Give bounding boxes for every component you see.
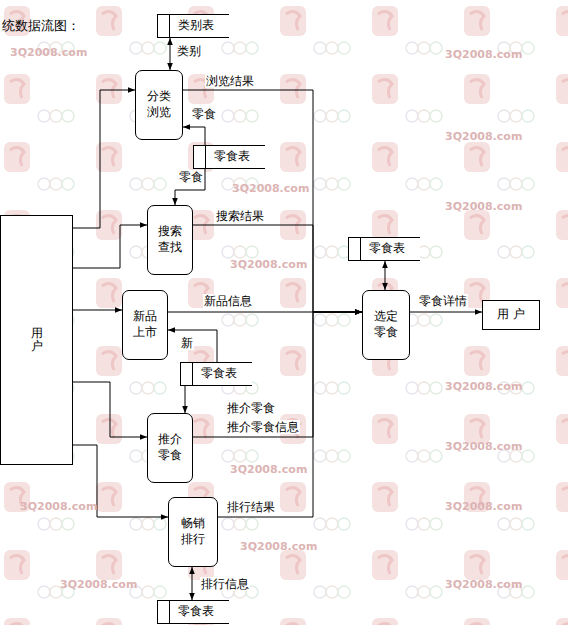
- watermark: 3Q2008.com: [445, 130, 522, 143]
- watermark: 3Q2008.com: [20, 500, 97, 513]
- process-box: 推介零食: [147, 413, 193, 483]
- watermark: 3Q2008.com: [10, 46, 87, 59]
- node-text: 用 户: [497, 307, 525, 323]
- data-flow-arrow: [170, 38, 171, 70]
- flow-label: 零食: [178, 170, 204, 184]
- external-entity: 用 户: [482, 300, 540, 330]
- external-entity: 用户: [0, 215, 73, 465]
- data-flow-arrow: [193, 225, 362, 312]
- data-flow-arrow: [385, 261, 386, 290]
- data-flow-arrow: [192, 567, 193, 600]
- data-flow-arrow: [73, 90, 135, 228]
- node-text: 零食表: [214, 149, 250, 165]
- node-text: 类别表: [178, 18, 214, 34]
- data-store: 零食表: [193, 145, 265, 169]
- data-flow-arrow: [73, 382, 147, 437]
- data-store: 零食表: [180, 362, 252, 386]
- watermark: 3Q2008.com: [230, 463, 307, 476]
- data-flow-arrow: [73, 225, 147, 268]
- node-text: 分类浏览: [146, 89, 171, 120]
- node-text: 畅销排行: [180, 516, 205, 547]
- diagram-title: 统数据流图：: [2, 17, 80, 35]
- watermark: 3Q2008.com: [230, 258, 307, 271]
- flow-label: 零食详情: [418, 294, 468, 308]
- flow-label: 新: [180, 336, 194, 350]
- node-text: 选定零食: [373, 309, 398, 340]
- watermark: 3Q2008.com: [445, 500, 522, 513]
- flow-label: 新品信息: [203, 294, 253, 308]
- data-flow-arrow: [183, 90, 362, 312]
- flow-label: 零食: [191, 107, 217, 121]
- flow-label: 排行信息: [200, 577, 250, 591]
- watermark: 3Q2008.com: [445, 200, 522, 213]
- data-flow-arrow: [193, 312, 362, 437]
- watermark: 3Q2008.com: [60, 578, 137, 591]
- data-store: 类别表: [157, 14, 229, 38]
- node-text: 新品上市: [132, 309, 157, 340]
- data-flow-arrow: [218, 312, 362, 517]
- data-flow-arrow: [183, 127, 205, 145]
- node-text: 推介零食: [157, 432, 182, 463]
- flow-label: 排行结果: [226, 500, 276, 514]
- process-box: 选定零食: [362, 290, 410, 360]
- watermark: 3Q2008.com: [445, 578, 522, 591]
- node-text: 零食表: [369, 241, 405, 257]
- watermark: 3Q2008.com: [445, 440, 522, 453]
- watermark: 3Q2008.com: [240, 540, 317, 553]
- flow-label: 推介零食信息: [226, 420, 300, 434]
- node-text: 用户: [31, 327, 43, 353]
- flow-label: 推介零食: [226, 401, 276, 415]
- flow-label: 浏览结果: [205, 74, 255, 88]
- process-box: 畅销排行: [168, 497, 218, 567]
- process-box: 分类浏览: [135, 70, 183, 140]
- data-flow-arrow: [185, 386, 186, 413]
- data-flow-arrow: [410, 312, 482, 313]
- node-text: 零食表: [201, 366, 237, 382]
- data-flow-arrow: [168, 330, 217, 362]
- flow-label: 类别: [176, 44, 202, 58]
- data-store: 零食表: [157, 600, 229, 624]
- process-box: 新品上市: [122, 290, 168, 360]
- watermark: 3Q2008.com: [445, 380, 522, 393]
- node-text: 零食表: [178, 604, 214, 620]
- node-text: 搜索查找: [157, 224, 182, 255]
- data-flow-arrow: [73, 310, 122, 311]
- data-store: 零食表: [348, 237, 420, 261]
- watermark: 3Q2008.com: [445, 48, 522, 61]
- flow-label: 搜索结果: [215, 209, 265, 223]
- watermark: 3Q2008.com: [232, 182, 309, 195]
- process-box: 搜索查找: [147, 205, 193, 275]
- data-flow-arrow: [175, 169, 205, 205]
